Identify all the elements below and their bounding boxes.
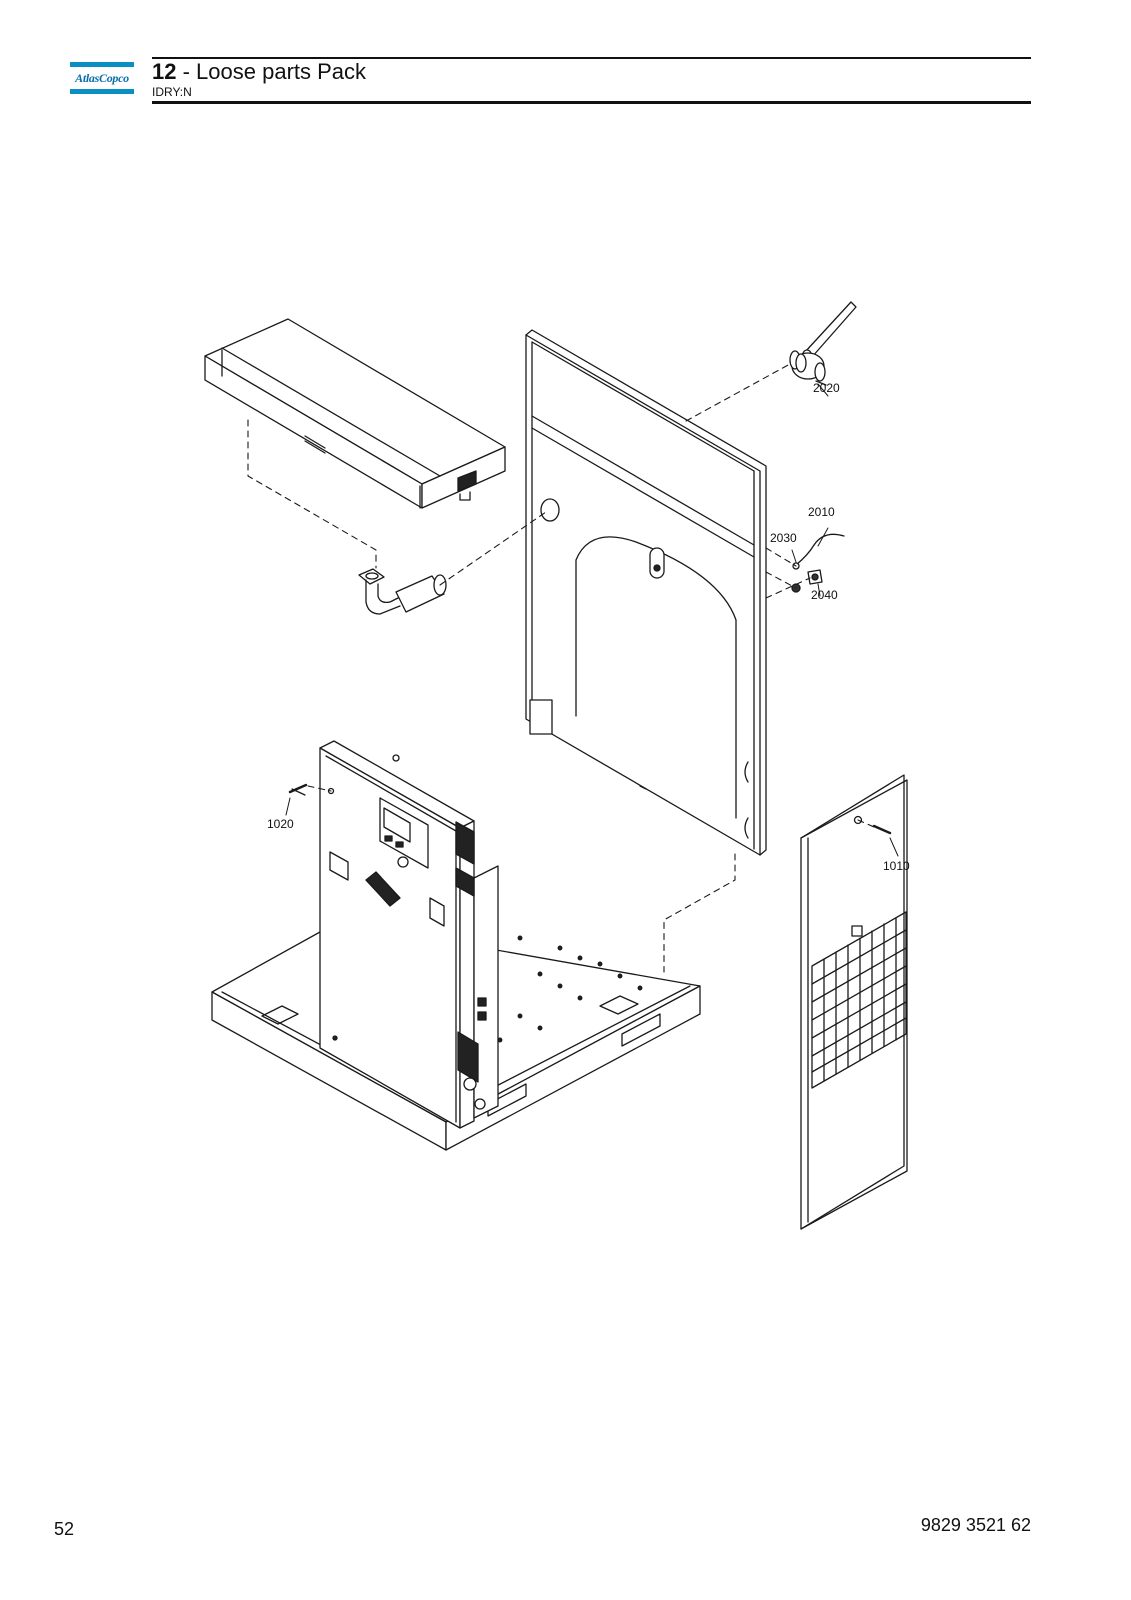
page-subtitle: IDRY:N xyxy=(152,85,192,99)
header-rule-bottom xyxy=(152,101,1031,104)
section-title: Loose parts Pack xyxy=(196,59,367,84)
section-number: 12 xyxy=(152,59,177,84)
logo-bar-bottom xyxy=(70,89,134,94)
logo-bar-top xyxy=(70,62,134,67)
callout-2020: 2020 xyxy=(813,381,840,395)
screw-1020-part xyxy=(288,783,308,796)
top-canopy-part xyxy=(204,318,506,509)
title-separator: - xyxy=(176,59,197,84)
callout-leaders xyxy=(285,383,899,857)
sensor-cable-part xyxy=(791,533,845,593)
ball-valve-part xyxy=(789,301,857,386)
screw-1010-part xyxy=(872,824,892,835)
page-number: 52 xyxy=(54,1519,75,1539)
rear-panel-part xyxy=(525,329,767,856)
atlas-copco-logo: AtlasCopco xyxy=(70,62,134,94)
page-title: 12 - Loose parts Pack xyxy=(152,58,366,86)
front-panel-part xyxy=(800,774,908,1230)
callout-2010: 2010 xyxy=(808,505,835,519)
assembly-dashed-lines xyxy=(247,363,875,973)
electrical-cabinet-part xyxy=(319,740,499,1129)
logo-wordmark: AtlasCopco xyxy=(75,71,129,85)
header-rule-top xyxy=(152,57,1031,59)
callout-2030: 2030 xyxy=(770,531,797,545)
callout-1020: 1020 xyxy=(267,817,294,831)
elbow-pipe-part xyxy=(358,568,447,615)
callout-1010: 1010 xyxy=(883,859,910,873)
callout-2040: 2040 xyxy=(811,588,838,602)
document-number: 9829 3521 62 xyxy=(920,1515,1031,1535)
